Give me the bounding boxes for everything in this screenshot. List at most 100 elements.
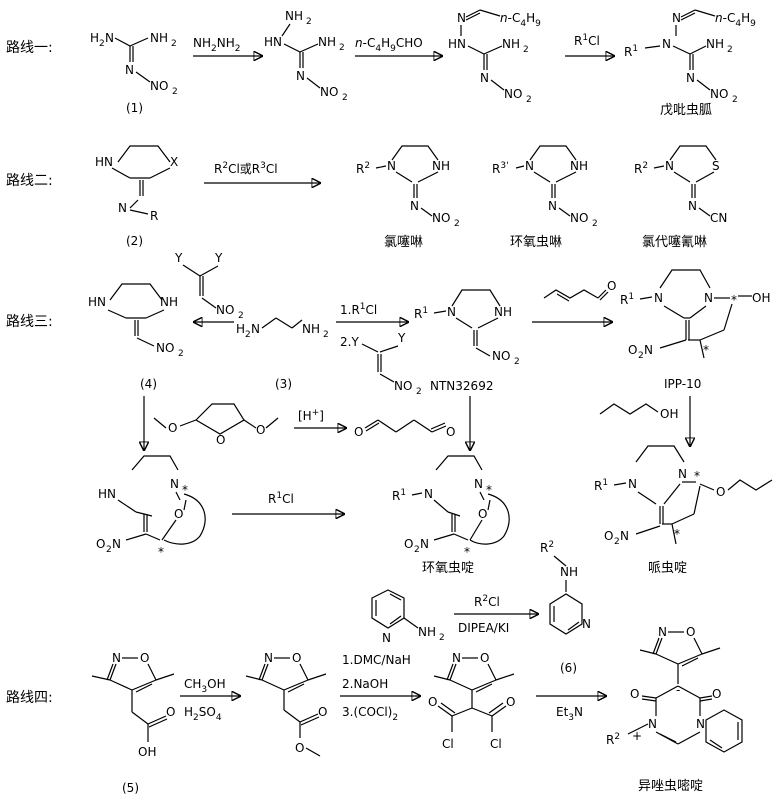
svg-text:N: N [620, 529, 629, 543]
svg-text:NH: NH [418, 625, 436, 639]
reagent-et3n: Et3N [556, 705, 583, 723]
svg-text:O: O [354, 425, 363, 439]
svg-text:N: N [170, 477, 179, 491]
svg-text:2: 2 [614, 537, 620, 547]
svg-text:N: N [105, 31, 114, 45]
reagent-dmc: 1.DMC/NaH [342, 653, 411, 667]
svg-text:N: N [420, 537, 429, 551]
svg-text:N: N [525, 159, 534, 173]
svg-text:2: 2 [99, 39, 105, 49]
svg-text:O: O [140, 651, 149, 665]
reagent-r2cl: R2Cl [474, 594, 500, 609]
svg-text:O: O [166, 705, 175, 719]
svg-text:O: O [480, 651, 489, 665]
svg-text:S: S [712, 159, 720, 173]
svg-text:HN: HN [88, 295, 106, 309]
svg-text:O: O [716, 485, 725, 499]
svg-text:R: R [150, 209, 158, 223]
svg-text:O: O [292, 651, 301, 665]
svg-text:O: O [506, 695, 515, 709]
svg-text:N: N [251, 322, 260, 336]
svg-text:N: N [628, 477, 637, 491]
svg-text:NH: NH [494, 305, 512, 319]
svg-text:OH: OH [752, 291, 770, 305]
route-label-2: 路线二: [6, 173, 53, 189]
svg-text:O: O [686, 625, 695, 639]
svg-text:N: N [658, 625, 667, 639]
svg-text:2: 2 [323, 330, 329, 340]
svg-text:N: N [424, 487, 433, 501]
svg-text:R1: R1 [624, 44, 638, 59]
svg-text:2: 2 [439, 633, 445, 643]
svg-text:CN: CN [710, 211, 727, 225]
svg-text:2: 2 [416, 387, 422, 397]
compound-label-4: (4) [140, 377, 157, 391]
svg-text:-: - [676, 683, 680, 697]
svg-text:N: N [125, 63, 134, 77]
reagent-naoh: 2.NaOH [342, 677, 388, 691]
svg-text:2: 2 [342, 93, 348, 103]
svg-text:R2: R2 [356, 161, 370, 176]
svg-text:N: N [582, 617, 591, 631]
svg-text:Y: Y [214, 251, 223, 265]
svg-text:2: 2 [638, 351, 644, 361]
structure-methyl-ester: N O O O [245, 651, 327, 757]
svg-text:2: 2 [238, 311, 244, 321]
svg-text:*: * [694, 469, 700, 483]
svg-text:NO: NO [492, 349, 510, 363]
svg-text:2: 2 [171, 39, 177, 49]
structure-succinaldehyde: O O [354, 419, 455, 439]
svg-text:NH: NH [318, 35, 336, 49]
compound-name-epoxy: 环氧虫啉 [510, 235, 562, 250]
compound-name-ipp: IPP-10 [664, 377, 701, 391]
svg-text:N: N [457, 11, 466, 25]
reagent-r1cl-route3: 1.R1Cl [340, 302, 377, 317]
svg-text:N: N [112, 537, 121, 551]
reagent-sulfuric: H2SO4 [184, 705, 222, 723]
svg-text:NH: NH [302, 322, 320, 336]
reagent-methanol: CH3OH [184, 677, 226, 695]
svg-text:N: N [688, 199, 697, 213]
svg-text:Cl: Cl [442, 737, 454, 751]
svg-text:H: H [90, 31, 99, 45]
route-label-3: 路线三: [6, 314, 53, 330]
svg-text:O: O [478, 507, 487, 521]
svg-text:O: O [607, 279, 616, 293]
structure-diacyl-chloride: N O O O Cl Cl [428, 651, 515, 751]
svg-text:2: 2 [727, 45, 733, 55]
compound-name-ntn: NTN32692 [430, 379, 493, 393]
svg-text:R2: R2 [606, 732, 620, 747]
svg-text:*: * [486, 483, 492, 497]
svg-text:NH: NH [570, 159, 588, 173]
svg-text:N: N [447, 305, 456, 319]
compound-name-paichongding: 哌虫啶 [648, 560, 687, 576]
reagent-pentanal: n-C4H9CHO [355, 36, 423, 54]
svg-text:*: * [703, 343, 709, 357]
svg-text:R1: R1 [594, 478, 608, 493]
svg-text:2: 2 [339, 43, 345, 53]
structure-final-product: N O - O O N + N R2 [606, 625, 743, 753]
svg-text:OH: OH [138, 745, 156, 759]
svg-text:N: N [662, 37, 671, 51]
svg-text:2: 2 [245, 330, 251, 340]
svg-text:2: 2 [592, 219, 598, 229]
structure-compound-6: R2 NH N [540, 540, 591, 635]
svg-text:*: * [674, 527, 680, 541]
svg-text:*: * [182, 483, 188, 497]
reagent-dipea: DIPEA/KI [458, 621, 509, 635]
svg-text:R2: R2 [634, 161, 648, 176]
svg-text:N: N [480, 71, 489, 85]
reagent-oxalyl: 3.(COCl)2 [342, 705, 398, 723]
svg-text:N: N [686, 71, 695, 85]
svg-text:R1: R1 [392, 488, 406, 503]
svg-text:O: O [630, 687, 639, 701]
svg-text:NO: NO [320, 85, 338, 99]
